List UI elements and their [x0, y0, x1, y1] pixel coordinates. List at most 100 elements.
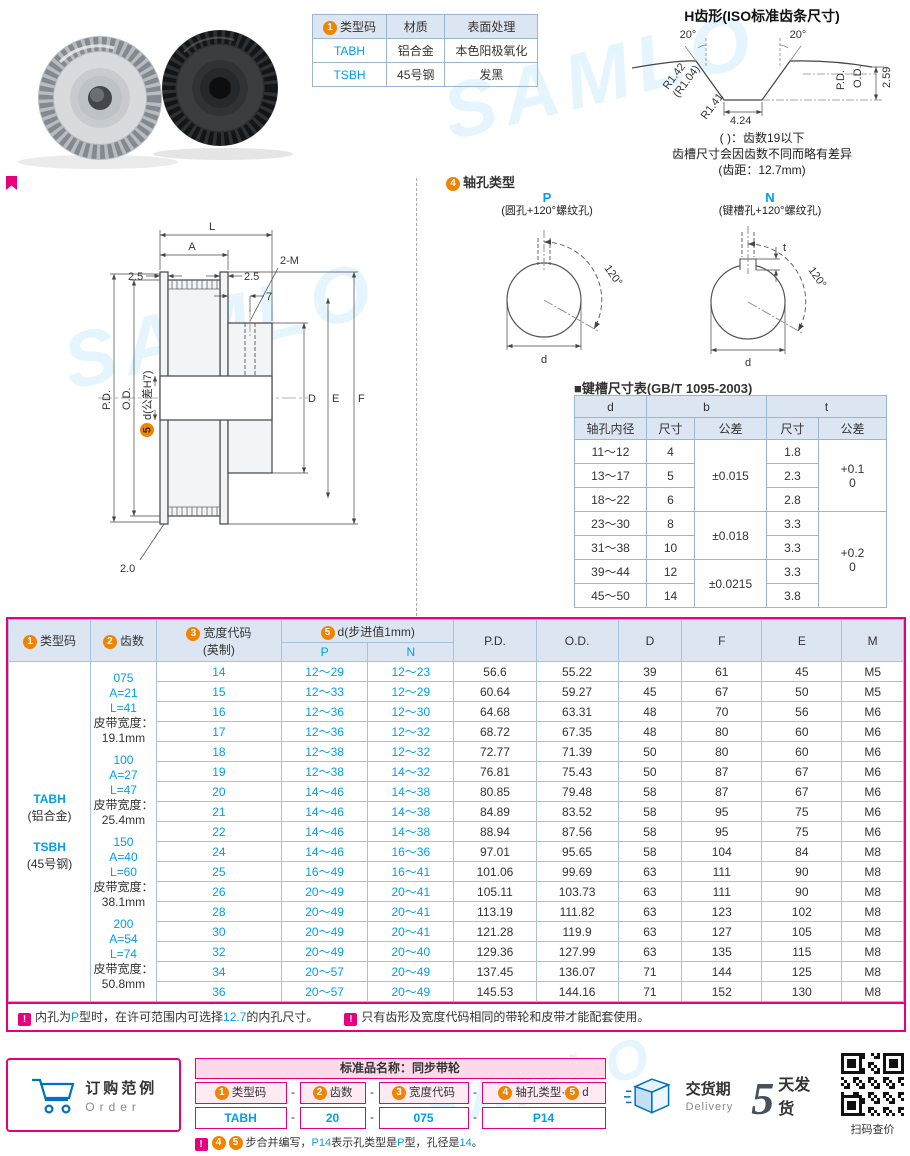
- circle-1-icon: 1: [323, 21, 337, 35]
- circle-5-icon: 5: [228, 1136, 243, 1150]
- warning-icon: !: [18, 1013, 31, 1026]
- spec-cell-p: 14～46: [280, 841, 369, 862]
- tooth-profile-section: H齿形(ISO标准齿条尺寸) 20° 20° 4: [618, 6, 906, 178]
- spec-cell-e: 105: [761, 921, 843, 942]
- spec-cell-pd: 84.89: [453, 801, 537, 822]
- spec-cell-f: 61: [681, 661, 763, 682]
- spec-cell-m: M8: [841, 981, 904, 1002]
- spec-cell-od: 75.43: [535, 761, 619, 782]
- spec-cell-pd: 101.06: [453, 861, 537, 882]
- spec-cell-teeth: 25: [155, 861, 283, 882]
- dim-120: 120°: [602, 263, 625, 289]
- spec-cell-m: M8: [841, 881, 904, 902]
- spec-cell-f: 123: [681, 901, 763, 922]
- spec-cell-teeth: 14: [155, 661, 283, 682]
- spec-cell-e: 90: [761, 881, 843, 902]
- col-header-od: O.D.: [535, 619, 619, 662]
- material-row: TABH 铝合金 本色阳极氧化: [311, 38, 539, 63]
- keyway-header-size: 尺寸: [766, 417, 819, 440]
- dim-d: d: [541, 354, 547, 366]
- spec-cell-e: 67: [761, 781, 843, 802]
- col-header-e: E: [761, 619, 843, 662]
- spec-cell-n: 12～32: [367, 721, 455, 742]
- type-code: TSBH: [311, 62, 388, 87]
- spec-cell-p: 20～57: [280, 981, 369, 1002]
- keyway-table-title: ■键槽尺寸表(GB/T 1095-2003): [574, 381, 753, 396]
- spec-cell-n: 20～41: [367, 921, 455, 942]
- spec-cell-f: 67: [681, 681, 763, 702]
- keyway-header-d: d: [574, 395, 647, 418]
- section-divider: [416, 178, 417, 616]
- spec-cell-d: 71: [617, 981, 683, 1002]
- spec-cell-f: 135: [681, 941, 763, 962]
- spec-cell-od: 55.22: [535, 661, 619, 682]
- spec-cell-pd: 80.85: [453, 781, 537, 802]
- material-table-header-material: 材质: [386, 14, 446, 39]
- keyway-b-size: 6: [646, 487, 695, 512]
- circle-4-icon: 4: [211, 1136, 226, 1150]
- spec-cell-n: 14～38: [367, 781, 455, 802]
- keyway-header-tol: 公差: [694, 417, 767, 440]
- spec-cell-e: 45: [761, 661, 843, 682]
- order-example-label-cn: 订购范例: [85, 1079, 158, 1097]
- material-table-header-finish: 表面处理: [444, 14, 539, 39]
- order-value-type: TABH: [194, 1107, 287, 1129]
- circle-5-icon: 5: [142, 427, 154, 433]
- pulley-aluminium: [38, 36, 162, 160]
- spec-cell-pd: 68.72: [453, 721, 537, 742]
- col-header-d: D: [617, 619, 683, 662]
- type-code: TABH: [311, 38, 388, 63]
- order-dash: -: [473, 1085, 478, 1099]
- pulley-steel: [162, 30, 278, 146]
- spec-cell-teeth: 26: [155, 881, 283, 902]
- spec-cell-m: M8: [841, 901, 904, 922]
- delivery-days-text: 天发货: [778, 1077, 811, 1118]
- spec-cell-m: M6: [841, 761, 904, 782]
- hole-p-desc: (圆孔+120°螺纹孔): [501, 205, 593, 217]
- spec-cell-p: 12～36: [280, 721, 369, 742]
- spec-cell-teeth: 15: [155, 681, 283, 702]
- label-pd: P.D.: [835, 70, 847, 90]
- col-header-n: N: [367, 642, 455, 662]
- spec-cell-teeth: 20: [155, 781, 283, 802]
- spec-cell-d: 71: [617, 961, 683, 982]
- spec-cell-d: 58: [617, 841, 683, 862]
- order-value-width: 075: [378, 1107, 469, 1129]
- spec-cell-m: M8: [841, 921, 904, 942]
- dim-t: t: [783, 242, 786, 254]
- spec-cell-teeth: 16: [155, 701, 283, 722]
- dim-flange-right: 2.5: [244, 271, 259, 283]
- spec-cell-od: 87.56: [535, 821, 619, 842]
- spec-cell-od: 67.35: [535, 721, 619, 742]
- dim-L: L: [209, 221, 215, 233]
- order-dash: -: [291, 1110, 296, 1124]
- spec-cell-p: 12～38: [280, 761, 369, 782]
- dim-D: D: [308, 393, 316, 405]
- dim-angle-left: 20°: [680, 29, 697, 41]
- spec-cell-teeth: 32: [155, 941, 283, 962]
- spec-cell-f: 111: [681, 881, 763, 902]
- order-dash: -: [291, 1085, 296, 1099]
- spec-cell-e: 60: [761, 721, 843, 742]
- spec-cell-teeth: 30: [155, 921, 283, 942]
- keyway-b-size: 8: [646, 511, 695, 536]
- keyway-t-size: 2.3: [766, 463, 819, 488]
- spec-cell-m: M6: [841, 801, 904, 822]
- spec-cell-f: 80: [681, 741, 763, 762]
- order-value-teeth: 20: [299, 1107, 366, 1129]
- dim-flange-left: 2.5: [128, 271, 143, 283]
- spec-cell-f: 95: [681, 801, 763, 822]
- delivery-section: 交货期 Delivery 5 天发货 扫码查价: [623, 1053, 904, 1136]
- hole-p-diagram: d 120°: [506, 230, 625, 366]
- finish: 本色阳极氧化: [444, 38, 539, 63]
- order-dash: -: [370, 1085, 375, 1099]
